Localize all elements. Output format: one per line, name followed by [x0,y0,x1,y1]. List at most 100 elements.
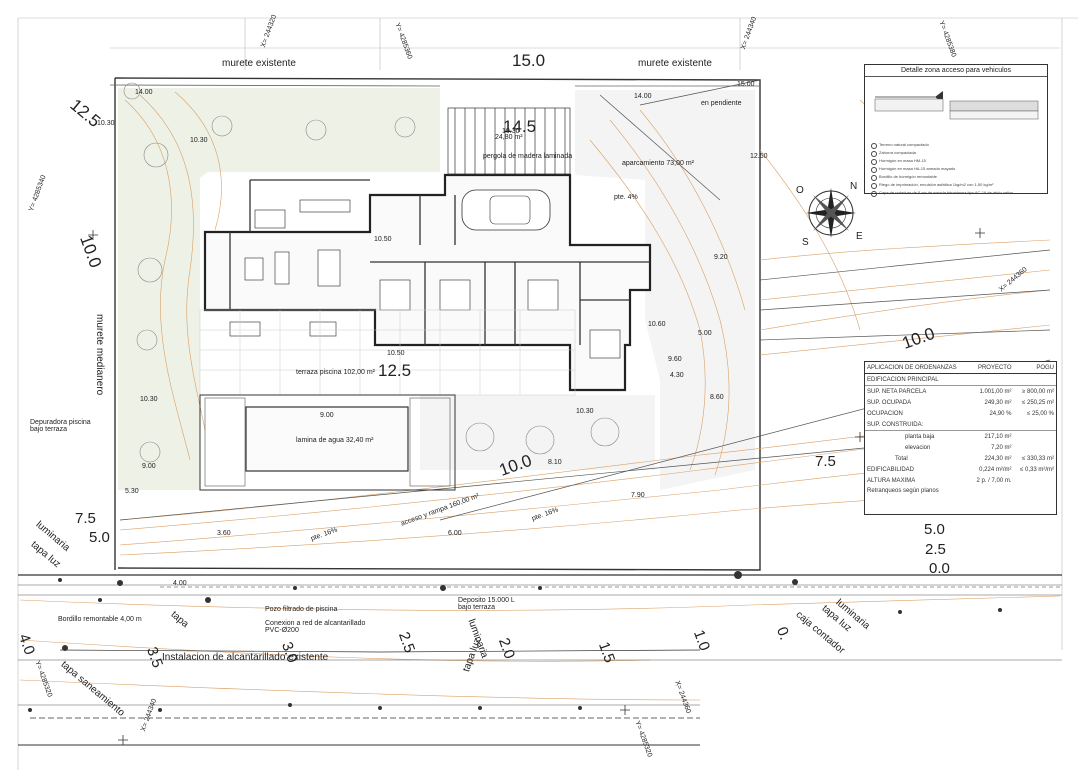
level-label: 14.00 [135,89,153,96]
compass-south: S [802,237,809,248]
table-cell: ≤ 250,25 m² [1022,399,1054,406]
detail-legend-item: Bordillo de hormigón remontable [871,173,1013,181]
pergola-area: 24,80 m² [495,134,523,141]
level-label: 10.30 [97,120,115,127]
contour-label: 14.5 [503,117,537,136]
detail-section-drawing [874,91,1039,120]
trees [123,82,620,463]
level-label: 8.10 [548,459,562,466]
level-label: 14.00 [634,93,652,100]
table-cell: ALTURA MAXIMA [867,477,916,484]
level-label: 10.30 [576,408,594,415]
murete-label: murete existente [638,58,712,69]
house-interior-walls [229,179,650,345]
sewer-existing-label: Instalacion de alcantarillado existente [162,652,329,663]
level-label: 10.50 [374,236,392,243]
level-label: 8.60 [710,394,724,401]
compass-rose-icon [806,188,856,238]
table-cell: 0,224 m²/m² [979,466,1012,473]
furniture [229,199,621,359]
plot-boundary [109,77,761,571]
contour-label: 5.0 [924,521,945,538]
contour-label: 0.0 [929,560,950,577]
table-cell: ≥ 800,00 m² [1022,388,1054,395]
table-row: EDIFICABILIDAD 0,224 m²/m² ≤ 0,33 m²/m² [865,464,1056,475]
table-cell: 7,20 m² [991,444,1012,451]
level-label: 15.00 [737,81,755,88]
table-cell: 224,30 m² [984,455,1012,462]
compass-east: E [856,231,863,242]
garden-areas [118,88,440,490]
table-cell: ≤ 330,33 m² [1022,455,1054,462]
terrace-label: terraza piscina 102,00 m² [296,369,375,376]
table-cell [1014,475,1057,486]
survey-markers [88,228,985,745]
table-cell: 2 p. / 7,00 m. [976,477,1012,484]
table-section: SUP. CONSTRUIDA: [865,419,1056,431]
level-label: 4.30 [670,372,684,379]
table-row: elevacion 7,20 m² [865,442,1056,453]
slope-note: en pendiente [701,100,742,107]
level-label: 9.00 [142,463,156,470]
dimension-label: 3.60 [217,530,231,537]
dimension-label: 6.00 [448,530,462,537]
level-label: 10.60 [648,321,666,328]
dimension-label: 5.30 [125,488,139,495]
table-cell: SUP. NETA PARCELA [867,388,927,395]
contour-label: 15.0 [512,51,546,70]
pool-label: lamina de agua 32,40 m² [296,437,374,444]
slope-label: pte. 4% [614,194,638,201]
contour-label: 12.5 [378,361,412,380]
table-cell: EDIFICABILIDAD [867,466,915,473]
level-label: 7.90 [631,492,645,499]
compass-north: N [850,181,858,192]
contour-label: 5.0 [89,529,110,546]
coordinate-grid [17,17,1078,770]
level-label: 9.20 [714,254,728,261]
table-cell: SUP. OCUPADA [867,399,912,406]
table-row: OCUPACION 24,90 % ≤ 25,00 % [865,408,1056,419]
table-cell: 1.001,00 m² [979,388,1012,395]
parking-label: aparcamiento 73,00 m² [622,160,694,167]
level-label: 12.50 [750,153,768,160]
ordinances-table: APLICACION DE ORDENANZAS PROYECTO POGU E… [864,361,1057,515]
street [18,574,1062,746]
level-label: 10.30 [140,396,158,403]
level-label: 10.50 [387,350,405,357]
table-cell: OCUPACION [867,410,903,417]
table-row: planta baja 217,10 m² [865,431,1056,443]
house-outline [203,173,652,392]
table-row: SUP. NETA PARCELA 1.001,00 m² ≥ 800,00 m… [865,386,1056,398]
table-cell: planta baja [905,433,935,440]
dimension-label: 4.00 [173,580,187,587]
level-label: 5.00 [698,330,712,337]
compass-west: O [796,185,804,196]
pool-filter-well-label: Pozo filtrado de piscina [265,606,338,613]
detail-legend-item: Riego de imprimación, emulsión asfáltica… [871,181,1013,189]
contour-label: 7.5 [75,510,96,527]
pergola [447,107,571,175]
table-cell: 217,10 m² [984,433,1012,440]
detail-legend-item: Hormigón en masa HM-15 [871,157,1013,165]
curb-label: Bordillo remontable 4,00 m [58,616,142,623]
dimension-label: 9.00 [320,412,334,419]
table-header: PROYECTO [969,362,1014,374]
murete-label: murete existente [222,58,296,69]
pool-depuradora-label: Depuradora piscina bajo terraza [30,419,91,433]
table-row: ALTURA MAXIMA 2 p. / 7,00 m. [865,475,1056,486]
table-row: SUP. OCUPADA 249,30 m² ≤ 250,25 m² [865,397,1056,408]
level-label: 10.30 [502,128,520,135]
table-header: APLICACION DE ORDENANZAS [865,362,970,374]
contour-label: 2.5 [925,541,946,558]
level-label: 9.60 [668,356,682,363]
sewer-connection-label: Conexion a red de alcantarillado PVC-Ø20… [265,620,366,634]
utility-points [28,571,1002,712]
table-cell: 24,90 % [989,410,1012,417]
detail-legend-item: Zahorra compactada [871,149,1013,157]
level-label: 10.30 [190,137,208,144]
swimming-pool [199,394,456,491]
table-row: Total 224,30 m² ≤ 330,33 m² [865,453,1056,464]
detail-legend-item: Capa de rodadura de 8 cm de mezcla bitum… [871,189,1013,197]
table-footnote: Retranqueos según planos [867,488,939,494]
